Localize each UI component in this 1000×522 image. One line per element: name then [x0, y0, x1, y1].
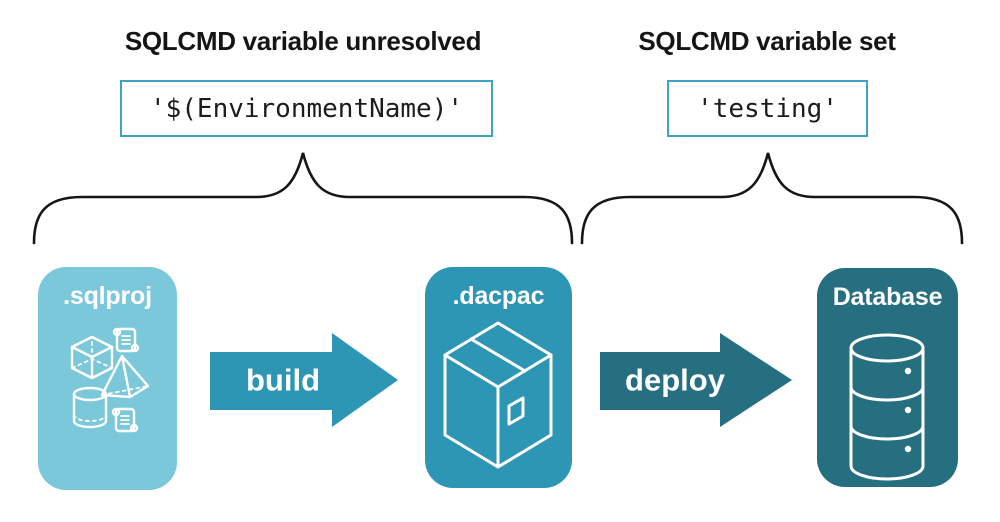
sql-objects-icon	[70, 327, 150, 433]
deploy-arrow: deploy	[598, 331, 794, 431]
left-curly-brace-icon	[32, 147, 574, 245]
right-arrow-icon	[210, 333, 398, 427]
database-label: Database	[832, 283, 943, 311]
right-curly-brace-icon	[580, 147, 964, 245]
right-arrow-icon	[600, 333, 792, 427]
build-label: build	[245, 362, 321, 398]
package-icon	[443, 321, 553, 469]
sqlproj-node: .sqlproj	[38, 267, 177, 490]
unresolved-code-box: '$(EnvironmentName)'	[120, 80, 493, 137]
resolved-code-box: 'testing'	[667, 80, 868, 137]
sqlproj-label: .sqlproj	[63, 282, 152, 310]
database-icon	[849, 333, 925, 481]
database-node: Database	[817, 268, 958, 487]
resolved-heading: SQLCMD variable set	[638, 26, 896, 56]
build-arrow: build	[208, 331, 400, 431]
dacpac-label: .dacpac	[452, 282, 545, 310]
unresolved-code-text: '$(EnvironmentName)'	[149, 93, 464, 124]
dacpac-node: .dacpac	[425, 267, 572, 488]
deploy-label: deploy	[625, 362, 725, 398]
resolved-code-text: 'testing'	[697, 93, 838, 124]
unresolved-heading: SQLCMD variable unresolved	[124, 26, 482, 56]
